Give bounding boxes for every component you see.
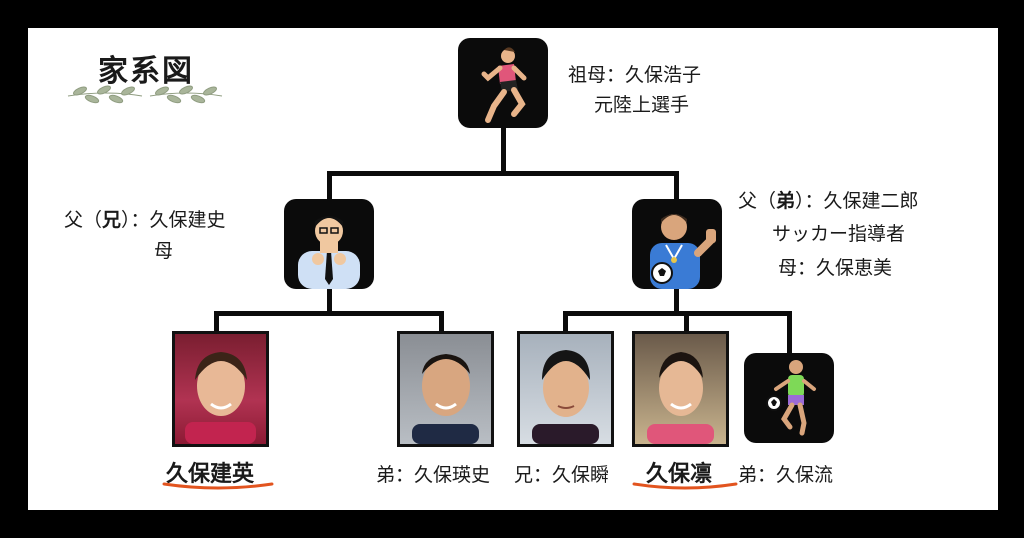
child-tile-kubo-ryu	[744, 353, 834, 443]
connector-line	[327, 171, 679, 176]
highlight-underline	[162, 482, 274, 490]
connector-line	[787, 311, 792, 353]
connector-line	[439, 311, 444, 331]
grandmother-tile	[458, 38, 548, 128]
child-photo-kubo-rin	[632, 331, 729, 447]
family-tree-card: 家系図	[28, 28, 998, 510]
connector-line	[563, 311, 792, 316]
connector-line	[214, 311, 444, 316]
father-younger-name: 父（弟）：久保建二郎	[738, 190, 919, 212]
grandmother-name: 祖母：久保浩子	[568, 64, 702, 86]
connector-line	[214, 311, 219, 331]
child-photo-kubo-takefusa	[172, 331, 269, 447]
child-label-1: 弟：久保瑛史	[376, 464, 491, 486]
father-younger-occupation: サッカー指導者	[772, 223, 906, 245]
father-younger-mother: 母：久保恵美	[778, 257, 893, 279]
connector-line	[327, 171, 332, 201]
connector-line	[327, 286, 332, 314]
father-older-name: 父（兄）：久保建史	[64, 209, 226, 231]
connector-line	[674, 286, 679, 314]
connector-line	[501, 126, 506, 174]
laurel-decoration-icon	[67, 85, 223, 104]
connector-line	[684, 311, 689, 331]
father-older-mother-label: 母	[154, 240, 174, 262]
page-title: 家系図	[98, 54, 194, 89]
grandmother-note: 元陸上選手	[594, 94, 690, 116]
connector-line	[674, 171, 679, 201]
child-label-2: 兄：久保瞬	[514, 464, 610, 486]
child-label-3: 久保凛	[646, 462, 713, 487]
highlight-underline	[632, 482, 738, 490]
coach-thumbs-up-icon	[650, 214, 716, 289]
child-label-4: 弟：久保流	[738, 464, 834, 486]
connector-line	[563, 311, 568, 331]
child-label-0: 久保建英	[166, 462, 255, 487]
businessman-icon	[298, 216, 360, 289]
runner-icon	[481, 47, 527, 123]
father-older-tile	[284, 199, 374, 289]
child-photo-kubo-eishi	[397, 331, 494, 447]
soccer-player-icon	[766, 360, 816, 436]
child-photo-kubo-shun	[517, 331, 614, 447]
father-younger-tile	[632, 199, 722, 289]
